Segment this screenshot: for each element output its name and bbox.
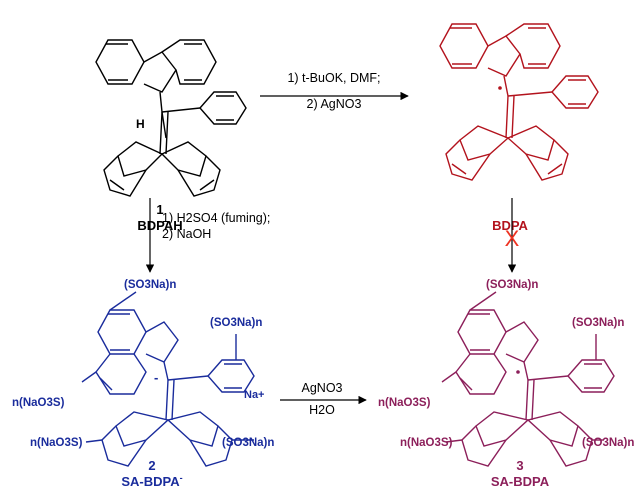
compound-2-structure <box>81 291 255 467</box>
top-arrow-condition-2-text: 2) AgNO3 <box>307 97 362 111</box>
compound-2-name-text: SA-BDPA <box>121 474 180 489</box>
compound-1-name: BDPAH <box>137 218 182 233</box>
down-arrow-condition-2: 2) NaOH <box>162 227 211 241</box>
compound-2-number: 2 <box>148 458 155 473</box>
compound-2-subst-left-upper: n(NaO3S) <box>12 397 65 409</box>
top-arrow-condition-2: 2) AgNO3 <box>307 97 362 111</box>
compound-1-number: 1 <box>156 202 163 217</box>
compound-3-subst-left-lower: n(NaO3S) <box>400 437 453 449</box>
compound-3-name: SA-BDPA <box>491 474 550 489</box>
compound-2-subst-right: (SO3Na)n <box>222 437 274 449</box>
compound-3-subst-right: (SO3Na)n <box>582 437 634 449</box>
compound-2-name-charge: - <box>180 473 183 483</box>
compound-3-subst-top: (SO3Na)n <box>486 279 538 291</box>
bdpa-name: BDPA <box>492 218 528 233</box>
compound-2-subst-left-lower: n(NaO3S) <box>30 437 83 449</box>
compound-3-subst-left-upper: n(NaO3S) <box>378 397 431 409</box>
compound-1-structure <box>95 39 247 197</box>
compound-2-anion-charge: - <box>154 370 158 385</box>
compound-2-subst-phenyl: (SO3Na)n <box>210 317 262 329</box>
compound-3-subst-phenyl: (SO3Na)n <box>572 317 624 329</box>
bdpa-structure <box>439 23 599 181</box>
bottom-arrow-solvent: H2O <box>309 403 335 417</box>
compound-3-radical-dot <box>516 370 520 374</box>
bottom-arrow-reagent: AgNO3 <box>302 381 343 395</box>
blocked-reaction-mark: X <box>505 226 520 251</box>
compound-3-number: 3 <box>516 458 523 473</box>
compound-2-counterion: Na+ <box>244 389 265 401</box>
compound-3-structure <box>441 291 615 467</box>
compound-2-name: SA-BDPA- <box>121 473 182 489</box>
compound-2-subst-top: (SO3Na)n <box>124 279 176 291</box>
top-arrow-condition-1: 1) t-BuOK, DMF; <box>287 71 380 85</box>
bdpa-radical-dot <box>498 86 502 90</box>
down-arrow-condition-1: 1) H2SO4 (fuming); <box>162 211 270 225</box>
compound-1-h-label: H <box>136 117 145 131</box>
